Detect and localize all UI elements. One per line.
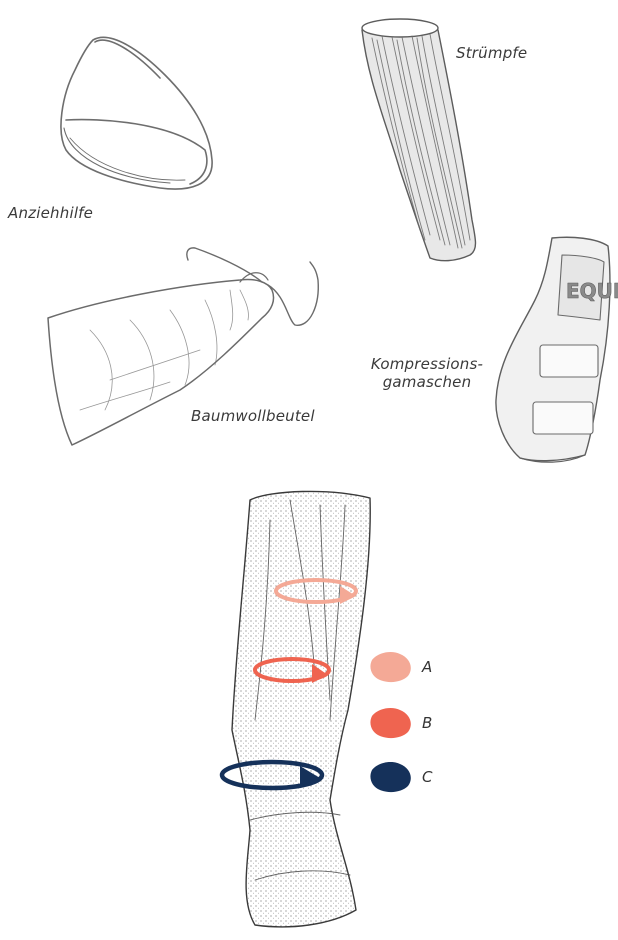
label-cotton-bag: Baumwollbeutel	[191, 407, 315, 425]
legend-b-label: B	[422, 714, 432, 732]
label-compression-boots-line2: gamaschen	[362, 373, 492, 391]
label-compression-boots: Kompressions- gamaschen	[362, 355, 492, 391]
legend-c-label: C	[422, 768, 432, 786]
label-pulling-aid: Anziehhilfe	[8, 204, 93, 222]
legend-c-swatch	[370, 762, 410, 792]
legend-b-swatch	[370, 708, 410, 738]
label-compression-boots-line1: Kompressions-	[362, 355, 492, 373]
legend-a-swatch	[370, 652, 410, 682]
legend-a-label: A	[422, 658, 432, 676]
label-stockings: Strümpfe	[456, 44, 527, 62]
